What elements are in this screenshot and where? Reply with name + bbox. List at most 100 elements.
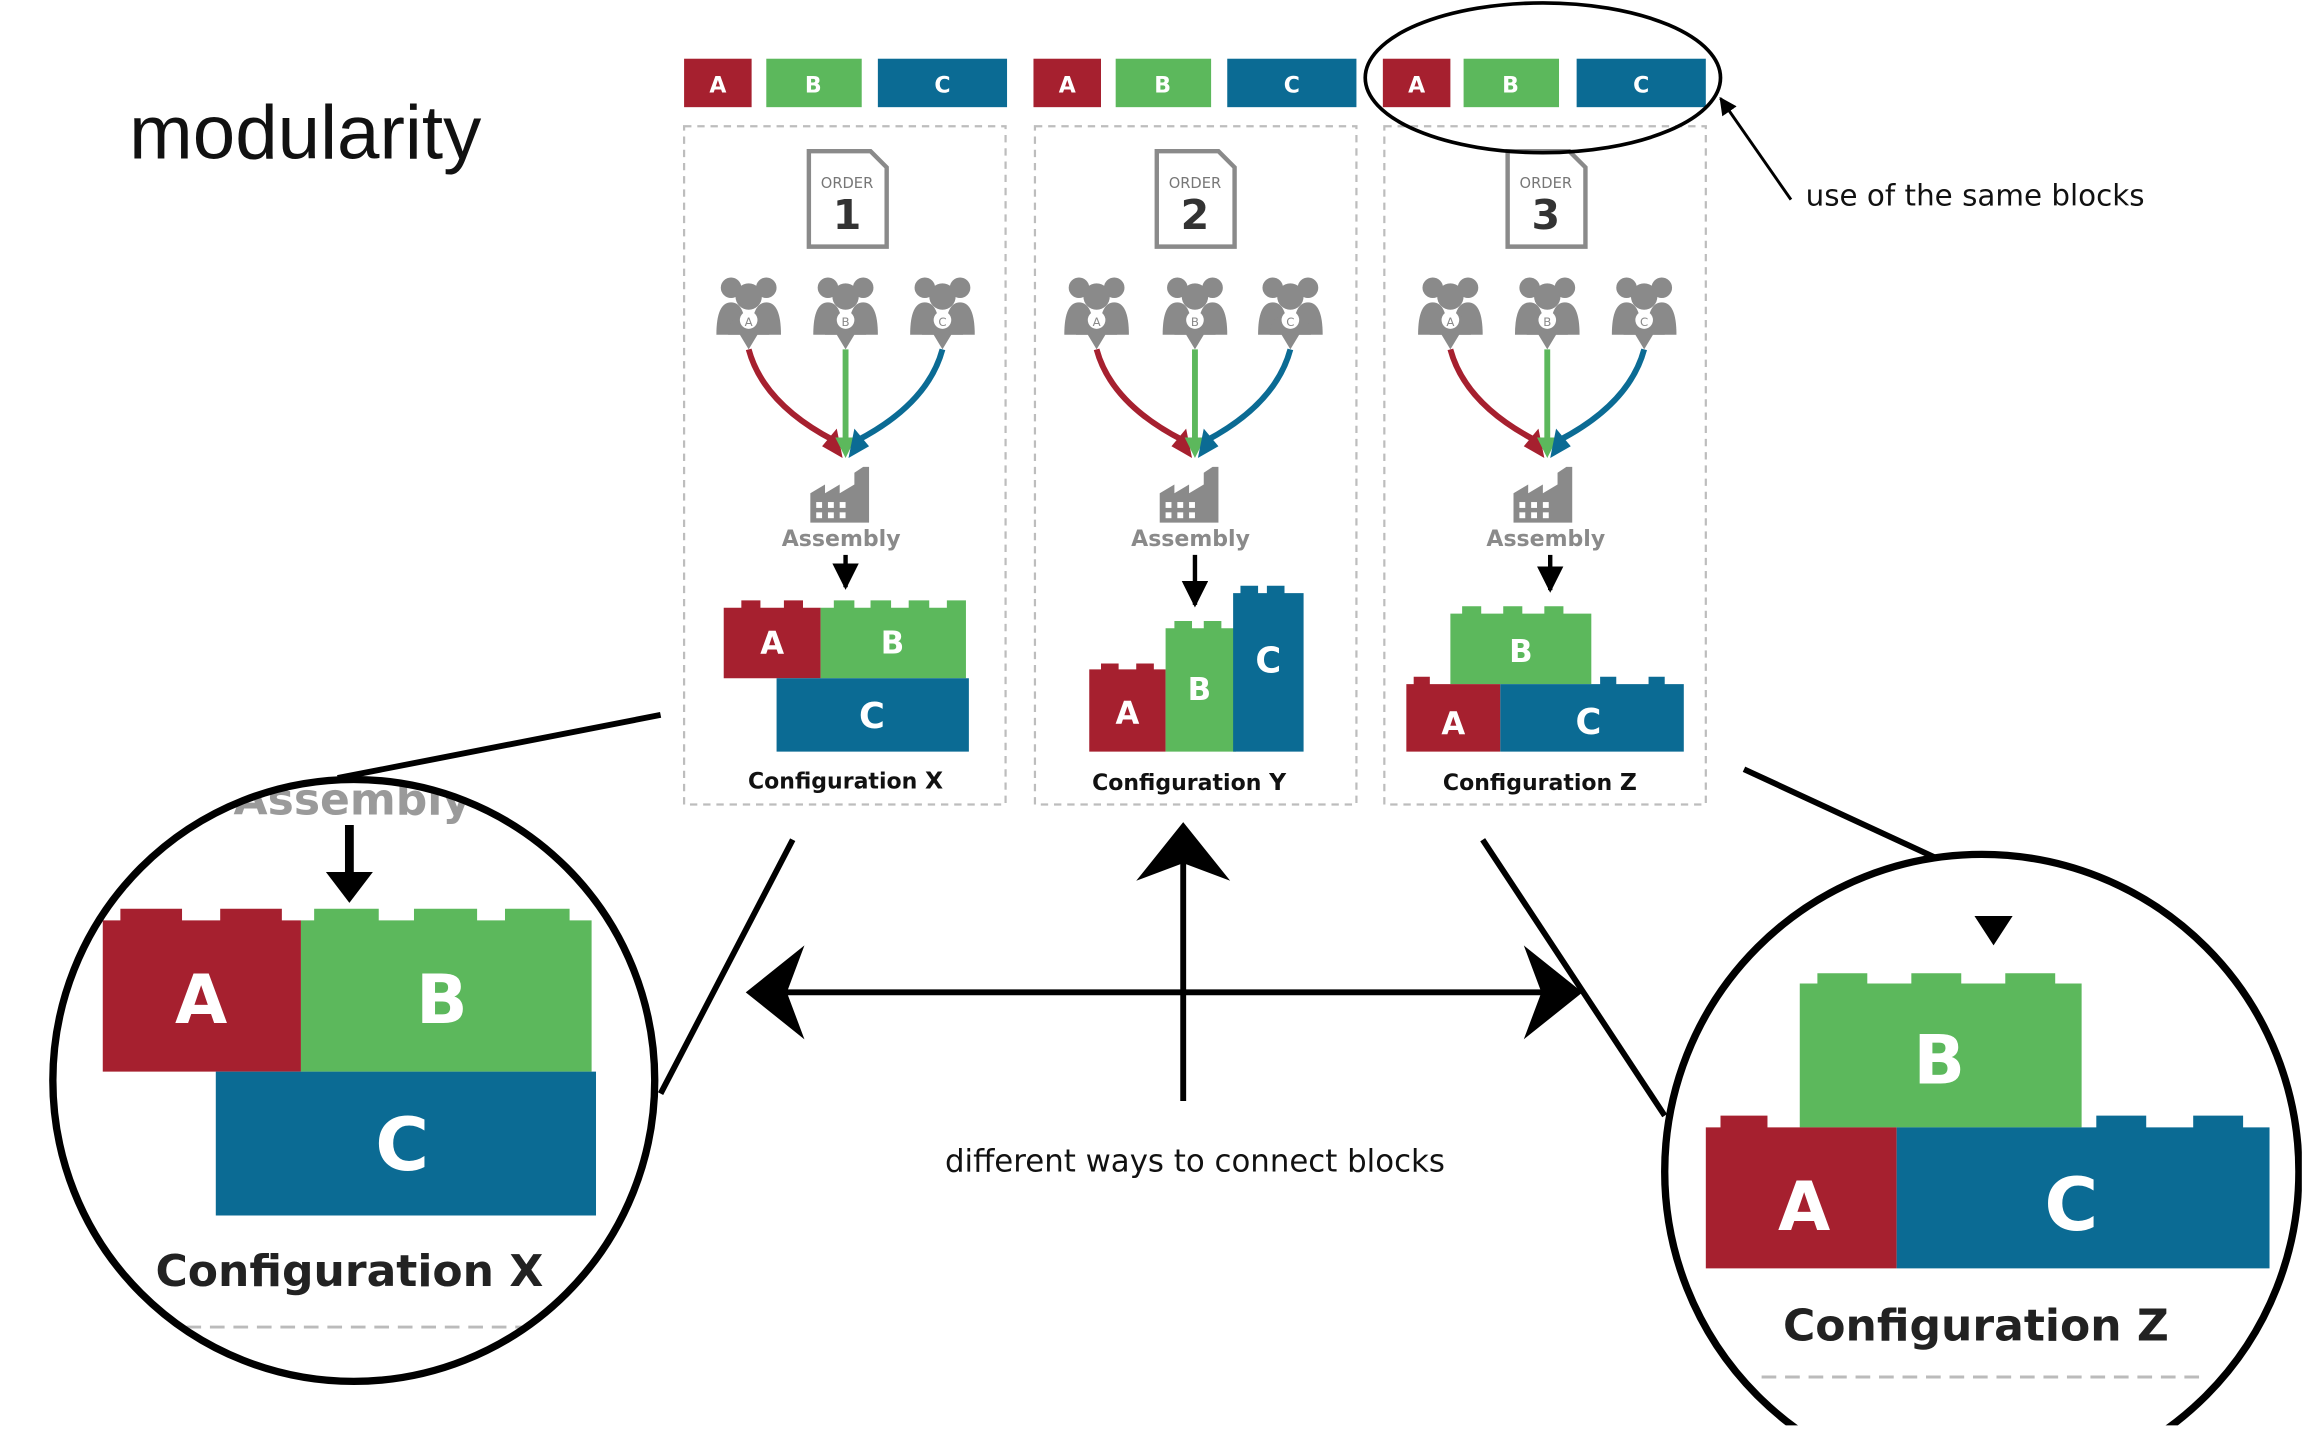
- zoom-block-c: [215, 1071, 597, 1216]
- top-block-c-label: C: [1284, 73, 1300, 98]
- team-label: A: [1446, 315, 1454, 329]
- block-b: [1165, 620, 1237, 752]
- block-a: [1406, 676, 1501, 752]
- top-block-b-label: B: [1502, 73, 1519, 98]
- team-b-icon: B: [1514, 277, 1580, 350]
- block-b-label: B: [1509, 634, 1533, 670]
- block-b: [820, 600, 966, 679]
- block-c-label: C: [1255, 640, 1281, 681]
- assembly-label: Assembly: [1131, 527, 1250, 552]
- zoom-right: B A C Configuration Z: [1661, 850, 2302, 1431]
- same-blocks-pointer: [1719, 96, 1793, 201]
- column-1: A B C ORDER 1 A: [682, 58, 1008, 806]
- team-c-icon: C: [1258, 277, 1323, 350]
- configuration-label: Configuration X: [748, 766, 943, 794]
- factory-icon: [1513, 466, 1573, 523]
- column-1-top-blocks: A B C: [684, 58, 1008, 108]
- top-block-b-label: B: [1154, 73, 1171, 98]
- team-b-icon: B: [813, 277, 878, 350]
- order-number: 3: [1532, 191, 1561, 239]
- zoom-configuration-label: Configuration X: [155, 1246, 543, 1297]
- zoom-right-connector-bottom: [1480, 838, 1668, 1118]
- team-label: C: [1286, 315, 1294, 329]
- team-label: B: [1543, 315, 1551, 329]
- team-label: C: [938, 315, 946, 329]
- team-c-icon: C: [910, 277, 975, 350]
- top-block-c-label: C: [1633, 73, 1649, 98]
- team-a-icon: A: [1418, 277, 1483, 350]
- block-a-label: A: [1441, 706, 1465, 742]
- assembly-label: Assembly: [1486, 527, 1605, 552]
- flow-arrows: [745, 348, 946, 459]
- top-block-b: [1115, 58, 1212, 108]
- column-1-frame: [682, 125, 1007, 806]
- columns: A B C ORDER 1 A: [682, 58, 1707, 806]
- column-3-top-blocks: A B C: [1382, 58, 1706, 108]
- team-label: B: [842, 315, 850, 329]
- zoom-left-outline: [49, 775, 659, 1386]
- zoom-block-a-label: A: [1778, 1167, 1830, 1246]
- top-block-a: [1382, 58, 1451, 108]
- top-block-a: [684, 58, 752, 108]
- block-a: [1089, 663, 1166, 752]
- team-a-icon: A: [1064, 277, 1129, 350]
- zoom-block-c-label: C: [375, 1103, 429, 1188]
- zoom-assembly-arrow-head: [325, 871, 373, 903]
- zoom-right-outline: [1661, 850, 2302, 1431]
- top-block-b-label: B: [805, 73, 822, 98]
- zoom-assembly-arrow-head: [1974, 916, 2013, 946]
- zoom-configuration-label: Configuration Z: [1783, 1300, 2169, 1351]
- top-block-b: [1463, 58, 1560, 108]
- team-label: A: [1093, 315, 1101, 329]
- order-document-icon: ORDER 3: [1505, 149, 1588, 249]
- configuration-label: Configuration Y: [1092, 768, 1287, 796]
- block-a-label: A: [760, 625, 784, 661]
- order-number: 1: [833, 191, 862, 239]
- block-b-label: B: [1188, 672, 1212, 708]
- block-c: [776, 678, 969, 752]
- arrow-up-head: [1136, 822, 1231, 881]
- arrow-right-head: [1523, 945, 1583, 1040]
- column-3-frame: [1383, 125, 1707, 806]
- top-block-b: [766, 58, 862, 108]
- same-blocks-note: use of the same blocks: [1806, 179, 2145, 213]
- flow-arrows: [1093, 348, 1294, 459]
- team-a-icon: A: [716, 277, 781, 350]
- factory-icon: [1159, 466, 1219, 523]
- zoom-block-b-label: B: [416, 960, 467, 1039]
- top-block-c: [1227, 58, 1357, 108]
- zoom-block-b-label: B: [1913, 1020, 1964, 1099]
- zoom-block-c: [1896, 1115, 2270, 1269]
- block-b-label: B: [881, 625, 905, 661]
- block-c-label: C: [1575, 702, 1601, 743]
- order-document-icon: ORDER 2: [1154, 149, 1237, 249]
- assembly-blocks: A B C: [1089, 585, 1304, 752]
- zoom-block-a: [1705, 1115, 1897, 1269]
- highlight-ellipse: [1363, 1, 1723, 155]
- assembly-blocks: A B C: [723, 600, 969, 752]
- factory-icon: [810, 466, 870, 523]
- top-block-c: [1576, 58, 1706, 108]
- zoom-block-c-label: C: [2044, 1163, 2098, 1248]
- top-block-a: [1033, 58, 1101, 108]
- top-block-c-label: C: [934, 73, 950, 98]
- column-2-frame: [1033, 125, 1358, 806]
- assembly-label: Assembly: [782, 527, 901, 552]
- zoom-left-connector-bottom: [657, 838, 796, 1096]
- block-b: [1450, 606, 1592, 685]
- team-label: A: [745, 315, 753, 329]
- top-block-c: [877, 58, 1008, 108]
- column-2-top-blocks: A B C: [1033, 58, 1357, 108]
- flow-arrows: [1447, 348, 1647, 459]
- top-block-a-label: A: [709, 73, 726, 98]
- zoom-block-a-label: A: [175, 960, 227, 1039]
- team-label: B: [1191, 315, 1199, 329]
- column-2: A B C ORDER 2 A: [1033, 58, 1358, 806]
- column-3: A B C ORDER 3 A: [1382, 58, 1707, 806]
- block-a: [723, 600, 821, 679]
- diagram-title: modularity: [129, 91, 482, 176]
- zoom-block-b: [300, 908, 592, 1072]
- zoom-left-connector-top: [337, 712, 662, 781]
